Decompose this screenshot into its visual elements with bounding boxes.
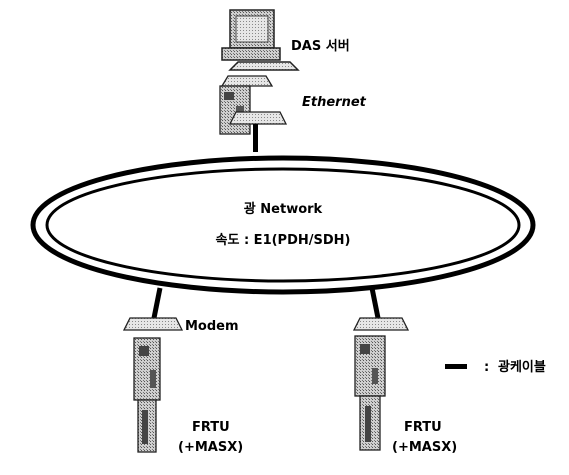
ethernet-cable bbox=[253, 124, 258, 152]
right-frtu-sublabel: (+MASX) bbox=[392, 440, 457, 455]
left-modem bbox=[122, 317, 184, 331]
legend-cable-swatch bbox=[445, 364, 467, 369]
optical-ring bbox=[30, 155, 536, 295]
left-frtu-label: FRTU bbox=[192, 420, 230, 435]
right-modem bbox=[352, 317, 410, 331]
legend: : 광케이블 bbox=[445, 359, 546, 375]
right-frtu-label: FRTU bbox=[404, 420, 442, 435]
right-optical-cable bbox=[369, 287, 381, 319]
modem-label: Modem bbox=[185, 319, 239, 334]
server-label: DAS 서버 bbox=[291, 38, 350, 54]
server-monitor-screen bbox=[235, 15, 269, 43]
das-server-computer bbox=[221, 9, 300, 71]
server-base bbox=[221, 47, 281, 61]
network-speed: 속도 : E1(PDH/SDH) bbox=[216, 233, 351, 248]
right-frtu-cabinet bbox=[354, 335, 386, 451]
server-router bbox=[228, 111, 288, 125]
left-frtu-sublabel: (+MASX) bbox=[178, 440, 243, 455]
network-title: 광 Network bbox=[244, 202, 323, 217]
legend-separator: : bbox=[484, 360, 489, 375]
server-keyboard bbox=[228, 61, 300, 71]
legend-label: 광케이블 bbox=[498, 359, 546, 375]
server-hub bbox=[220, 75, 274, 87]
server-rack bbox=[219, 85, 251, 135]
left-optical-cable bbox=[151, 287, 163, 319]
ethernet-label: Ethernet bbox=[302, 95, 367, 110]
left-frtu-cabinet bbox=[133, 337, 161, 453]
